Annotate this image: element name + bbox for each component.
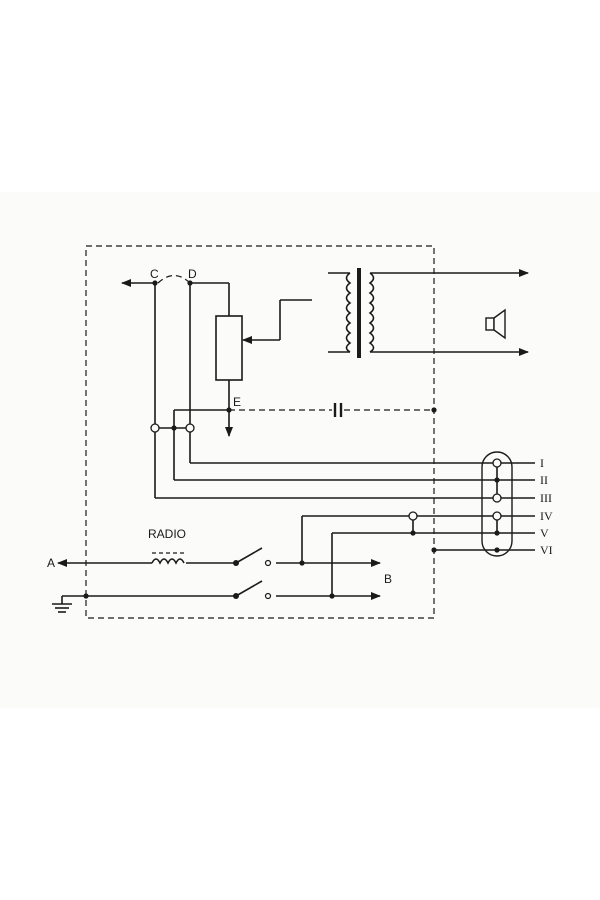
terminal-label-2: II [540,473,548,487]
switch-contacts [264,559,381,600]
wire-c [121,279,497,499]
wiper-arm [242,299,312,344]
wire-d [189,282,497,464]
enclosure-border [85,245,435,619]
wire-antenna [57,547,263,567]
choke-coil [151,552,186,565]
wire-e [173,409,497,481]
terminal-label-3: III [540,491,552,505]
wire-v [331,516,497,596]
terminal-label-1: I [540,456,544,470]
label-b: B [384,572,392,586]
label-c: C [150,267,159,281]
speaker-icon [485,308,506,340]
terminal-label-5: V [540,526,549,540]
output-transformer [328,268,529,358]
junction-dots [83,280,500,599]
label-a: A [47,556,55,570]
wire-iv [301,515,497,563]
label-e: E [233,395,241,409]
cd-link-arc [157,274,191,284]
crossover-rings [150,423,502,521]
terminal-label-6: VI [540,543,553,557]
wire-ground [61,580,263,604]
potentiometer [215,315,243,381]
label-radio: RADIO [148,527,186,541]
terminal-strip [481,451,513,557]
terminal-label-4: IV [540,509,553,523]
paper-sheet [0,192,600,708]
ground-icon [52,603,72,613]
label-d: D [188,267,197,281]
terminal-leads [497,462,535,551]
capacitor [333,403,343,417]
